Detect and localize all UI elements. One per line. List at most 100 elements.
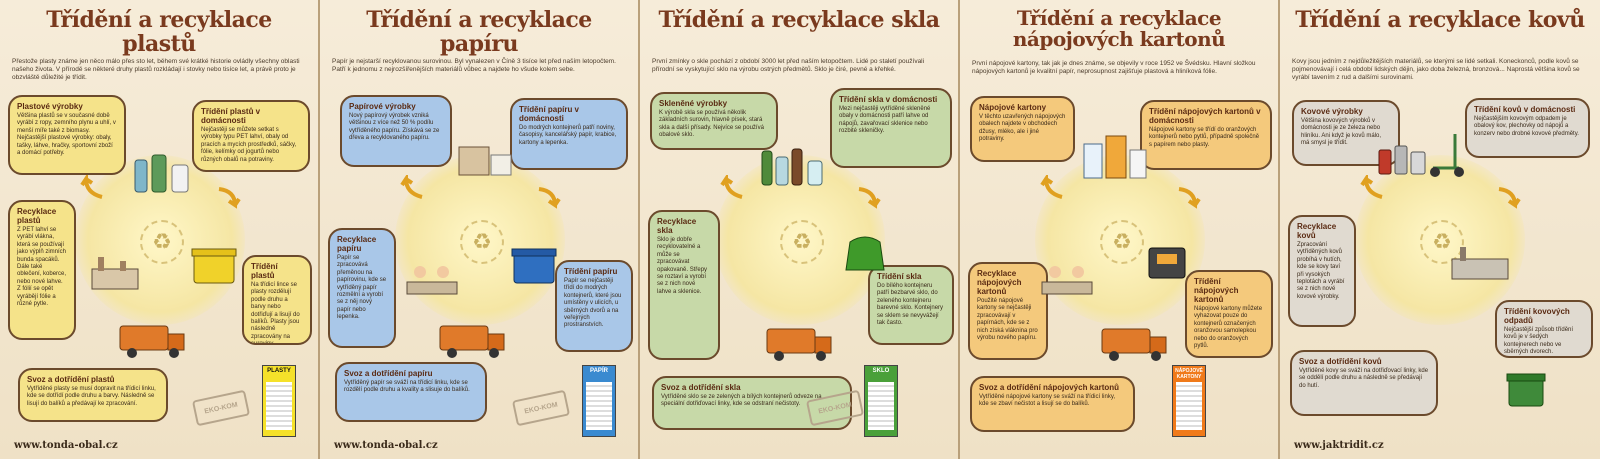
bubble-products: Plastové výrobky Většina plastů se v sou… (8, 95, 126, 175)
bubble-title: Plastové výrobky (17, 102, 83, 111)
bubble-sorting: Třídění kovových odpadů Nejčastější způs… (1495, 300, 1593, 358)
bubble-title: Třídění plastů (251, 262, 278, 280)
bubble-recycling: Recyklace kovů Zpracování vytříděných ko… (1288, 215, 1356, 327)
cycle-arrow-icon (720, 175, 743, 199)
bubble-title: Skleněné výrobky (659, 99, 728, 108)
panel-sklo: Třídění a recyklace skla První zmínky o … (640, 0, 960, 459)
container-label: PAPÍR (582, 365, 616, 437)
cycle-arrow-icon (1040, 175, 1063, 199)
bubble-text: Z PET lahví se vyrábí vlákna, která se p… (17, 227, 67, 308)
cycle-arrow-icon (1360, 175, 1383, 199)
bubble-text: Na třídicí lince se plasty rozdělují pod… (251, 282, 300, 345)
cans-icon (1378, 145, 1426, 175)
panel-intro: Kovy jsou jedním z nejdůležitějších mate… (1292, 58, 1580, 81)
bubble-text: Použité nápojové kartony se nejčastěji z… (977, 298, 1038, 342)
cycle-arrow-icon (538, 187, 561, 209)
garbage-truck-icon (439, 325, 505, 358)
bubble-title: Třídění papíru v domácnosti (519, 105, 580, 123)
cycle-arrow-icon (1178, 187, 1201, 209)
label-body (266, 382, 292, 430)
bubble-products: Kovové výrobky Většina kovových výrobků … (1292, 100, 1400, 166)
bubble-products: Skleněné výrobky K výrobě skla se použív… (650, 92, 778, 150)
panel-intro: První nápojové kartony, tak jak je dnes … (972, 60, 1256, 75)
bubble-title: Třídění nápojových kartonů (1194, 277, 1239, 304)
bubble-text: Do bílého kontejneru patří bezbarvé sklo… (877, 283, 944, 327)
website-url[interactable]: www.tonda-obal.cz (334, 440, 438, 451)
website-url[interactable]: www.tonda-obal.cz (14, 440, 118, 451)
ekokom-stamp: EKO-KOM (191, 389, 251, 427)
bubble-collection: Svoz a dotřídění nápojových kartonů Vytř… (970, 376, 1135, 432)
cycle-arrow-icon (80, 175, 103, 199)
metal-factory-icon (1451, 247, 1509, 280)
ekokom-stamp: EKO-KOM (511, 389, 571, 427)
bubble-title: Recyklace skla (657, 217, 697, 235)
yellow-container-icon (191, 248, 237, 284)
label-title: NÁPOJOVÉ KARTONY (1175, 368, 1203, 380)
cycle-arrow-icon (400, 175, 423, 199)
cycle-arrow-icon (858, 187, 881, 209)
bubble-title: Recyklace papíru (337, 235, 377, 253)
label-title: SKLO (872, 368, 890, 374)
label-body (1176, 382, 1202, 430)
bubble-collection: Svoz a dotřídění skla Vytříděné sklo se … (652, 376, 852, 430)
bottles-icon (134, 154, 189, 193)
bubble-household: Třídění kovů v domácnosti Nejčastějším k… (1465, 98, 1590, 158)
bubble-text: Nejčastějším kovovým odpadem je obalový … (1474, 116, 1579, 137)
label-title: PLASTY (267, 368, 291, 374)
panel-title: Třídění a recyklace nápojových kartonů (1012, 6, 1226, 51)
garbage-truck-icon (766, 328, 832, 361)
garbage-truck-icon (1101, 328, 1167, 361)
green-container-icon (1506, 373, 1546, 407)
recycle-icon: ♻ (780, 220, 824, 264)
bubble-text: Nápojové kartony můžete vyhazovat pouze … (1194, 306, 1263, 350)
cartons-container-icon (1148, 247, 1186, 279)
blue-container-icon (511, 248, 557, 284)
boxes-icon (458, 146, 512, 176)
bubble-household: Třídění skla v domácnosti Mezi nejčastěj… (830, 88, 952, 168)
cycle-arrow-icon (218, 187, 241, 209)
bubble-recycling: Recyklace nápojových kartonů Použité náp… (968, 262, 1048, 360)
bubble-text: V těchto uzavřených nápojových obalech n… (979, 114, 1066, 143)
panel-title: Třídění a recyklace plastů (46, 7, 272, 57)
bubble-title: Třídění skla v domácnosti (839, 95, 938, 104)
recycle-icon: ♻ (1100, 220, 1144, 264)
bubble-text: Nejčastěji se můžete setkat s výrobky ty… (201, 127, 297, 163)
panel-papir: Třídění a recyklace papíru Papír je nejs… (320, 0, 640, 459)
garbage-truck-icon (119, 325, 185, 358)
bubble-text: Do modrých kontejnerů patří noviny, časo… (519, 125, 617, 146)
bubble-text: Většina plastů se v současné době vyrábí… (17, 113, 116, 157)
container-label: PLASTY (262, 365, 296, 437)
bubble-title: Nápojové kartony (979, 103, 1047, 112)
bubble-recycling: Recyklace plastů Z PET lahví se vyrábí v… (8, 200, 76, 340)
bubble-text: Nový papírový výrobek vzniká většinou z … (349, 113, 440, 142)
recycle-icon: ♻ (1420, 220, 1464, 264)
bubble-title: Třídění plastů v domácnosti (201, 107, 261, 125)
website-url[interactable]: www.jaktridit.cz (1294, 440, 1384, 451)
bubble-text: Papír se nejčastěji třídí do modrých kon… (564, 278, 622, 329)
bubble-collection: Svoz a dotřídění kovů Vytříděné kovy se … (1290, 350, 1438, 416)
bubble-title: Třídění papíru (564, 267, 618, 276)
bubble-text: Vytříděný papír se sváží na třídicí link… (344, 380, 470, 394)
bubble-text: Sklo je dobře recyklovatelné a může se z… (657, 237, 708, 295)
bubble-sorting: Třídění skla Do bílého kontejneru patří … (868, 265, 954, 345)
bubble-title: Třídění nápojových kartonů v domácnosti (1149, 107, 1261, 125)
bubble-title: Svoz a dotřídění kovů (1299, 357, 1382, 366)
panel-kovy: Třídění a recyklace kovů Kovy jsou jední… (1280, 0, 1600, 459)
bubble-text: K výrobě skla se používá několik základn… (659, 110, 764, 139)
bubble-title: Třídění kovů v domácnosti (1474, 105, 1576, 114)
bubble-text: Vytříděné plasty se musí dopravit na tří… (27, 386, 156, 407)
bubble-text: Vytříděné nápojové kartony se sváží na t… (979, 394, 1116, 408)
label-body (586, 382, 612, 430)
label-body (868, 382, 894, 430)
bubble-title: Svoz a dotřídění nápojových kartonů (979, 383, 1120, 392)
bubble-text: Vytříděné sklo se ze zelených a bílých k… (661, 394, 822, 408)
bubble-household: Třídění nápojových kartonů v domácnosti … (1140, 100, 1272, 170)
glass-bottles-icon (761, 148, 823, 186)
drink-cartons-icon (1083, 135, 1147, 179)
bubble-title: Recyklace kovů (1297, 222, 1337, 240)
bubble-collection: Svoz a dotřídění plastů Vytříděné plasty… (18, 368, 168, 422)
scooter-icon (1430, 134, 1464, 177)
bubble-text: Papír se zpracovává přeměnou na papírovi… (337, 255, 387, 321)
bubble-sorting: Třídění plastů Na třídicí lince se plast… (242, 255, 312, 345)
